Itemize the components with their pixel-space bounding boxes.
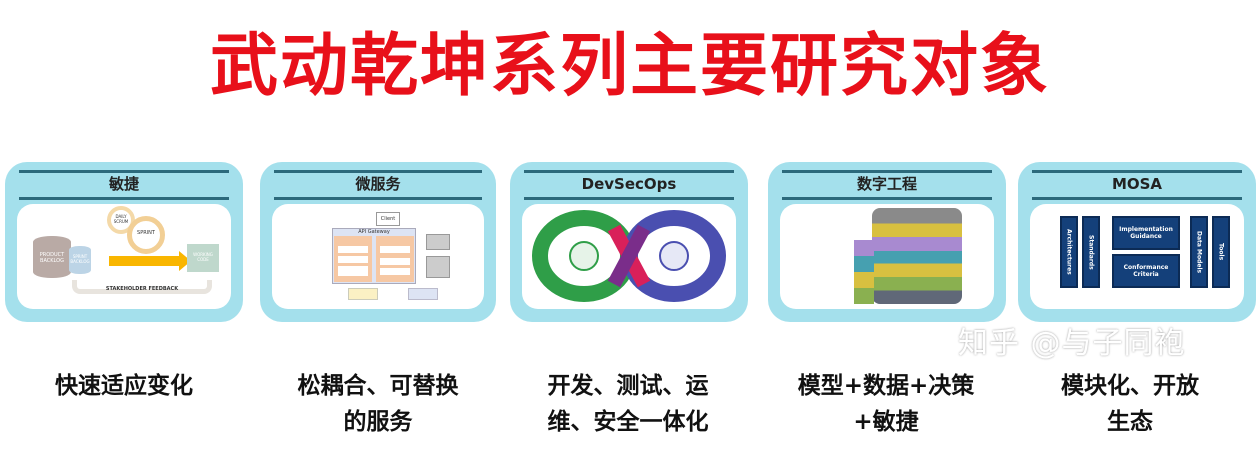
card-digital-engineering: 数字工程 bbox=[768, 162, 1006, 322]
caption-devsecops: 开发、测试、运 维、安全一体化 bbox=[508, 368, 748, 440]
card-devsecops: DevSecOps bbox=[510, 162, 748, 322]
card-title: MOSA bbox=[1111, 175, 1163, 193]
card-title: 数字工程 bbox=[856, 175, 917, 193]
caption-microservices: 松耦合、可替换 的服务 bbox=[258, 368, 498, 440]
divider bbox=[1032, 197, 1242, 200]
messaging-box bbox=[348, 288, 378, 300]
digital-engineering-diagram bbox=[780, 204, 994, 309]
data-models-box: Data Models bbox=[1190, 216, 1208, 288]
layer-tabs-icon bbox=[854, 240, 874, 304]
divider bbox=[274, 197, 482, 200]
card-mosa: MOSA Architectures Standards Implementat… bbox=[1018, 162, 1256, 322]
external-service-box bbox=[426, 256, 450, 278]
card-agile: 敏捷 PRODUCT BACKLOG SPRINT BACKLOG DAILY … bbox=[5, 162, 243, 322]
sprint-backlog-label: SPRINT BACKLOG bbox=[70, 254, 90, 264]
caption-line: 模型+数据+决策 bbox=[797, 373, 975, 399]
caption-line: 模块化、开放 bbox=[1061, 373, 1199, 399]
caption-line: 松耦合、可替换 bbox=[297, 373, 459, 399]
caption-line: 的服务 bbox=[343, 409, 413, 435]
service-box bbox=[338, 256, 368, 263]
microservices-diagram: Client API Gateway bbox=[272, 204, 484, 309]
divider bbox=[524, 170, 734, 173]
tools-box: Tools bbox=[1212, 216, 1230, 288]
divider bbox=[19, 197, 229, 200]
external-service-box bbox=[426, 234, 450, 250]
card-title: DevSecOps bbox=[581, 175, 677, 193]
divider bbox=[524, 197, 734, 200]
caption-line: +敏捷 bbox=[853, 409, 919, 435]
caption-line: 快速适应变化 bbox=[55, 373, 193, 399]
gateway-label: API Gateway bbox=[358, 229, 390, 235]
divider bbox=[19, 170, 229, 173]
arrow-icon bbox=[109, 256, 179, 266]
card-title: 敏捷 bbox=[108, 175, 139, 193]
divider bbox=[782, 197, 992, 200]
service-box bbox=[338, 266, 368, 276]
infinity-loop-icon bbox=[532, 210, 726, 302]
standards-box: Standards bbox=[1082, 216, 1100, 288]
divider bbox=[274, 170, 482, 173]
caption-line: 开发、测试、运 bbox=[547, 373, 709, 399]
sprint-label: SPRINT bbox=[137, 230, 155, 236]
architectures-box: Architectures bbox=[1060, 216, 1078, 288]
layered-stack-icon bbox=[872, 208, 962, 304]
feedback-loop-icon bbox=[72, 280, 212, 294]
card-title: 微服务 bbox=[355, 175, 401, 193]
caption-line: 生态 bbox=[1107, 409, 1153, 435]
agile-diagram: PRODUCT BACKLOG SPRINT BACKLOG DAILY SCR… bbox=[17, 204, 231, 309]
sprint-cycle-icon bbox=[127, 216, 165, 254]
caption-mosa: 模块化、开放 生态 bbox=[1010, 368, 1250, 440]
feedback-label: STAKEHOLDER FEEDBACK bbox=[105, 286, 179, 292]
caption-digital-engineering: 模型+数据+决策 +敏捷 bbox=[766, 368, 1006, 440]
card-microservices: 微服务 Client API Gateway bbox=[260, 162, 496, 322]
watermark: 知乎 @与子同袍 bbox=[958, 326, 1186, 361]
service-box bbox=[380, 258, 410, 265]
sprint-backlog-icon bbox=[69, 246, 91, 274]
implementation-guidance-box: Implementation Guidance bbox=[1112, 216, 1180, 250]
server-box bbox=[408, 288, 438, 300]
daily-scrum-label: DAILY SCRUM bbox=[113, 214, 129, 224]
caption-line: 维、安全一体化 bbox=[547, 409, 709, 435]
page-title: 武动乾坤系列主要研究对象 bbox=[209, 27, 1050, 106]
mosa-diagram: Architectures Standards Implementation G… bbox=[1030, 204, 1244, 309]
conformance-criteria-box: Conformance Criteria bbox=[1112, 254, 1180, 288]
client-box: Client bbox=[376, 212, 400, 226]
product-backlog-icon bbox=[33, 236, 71, 278]
caption-agile: 快速适应变化 bbox=[4, 368, 244, 404]
devsecops-infinity-diagram bbox=[522, 204, 736, 309]
working-code-icon bbox=[187, 244, 219, 272]
divider bbox=[1032, 170, 1242, 173]
service-box bbox=[380, 246, 410, 253]
service-box bbox=[380, 268, 410, 275]
product-backlog-label: PRODUCT BACKLOG bbox=[39, 252, 65, 264]
service-box bbox=[338, 246, 368, 253]
divider bbox=[782, 170, 992, 173]
working-code-label: WORKING CODE bbox=[193, 252, 213, 262]
